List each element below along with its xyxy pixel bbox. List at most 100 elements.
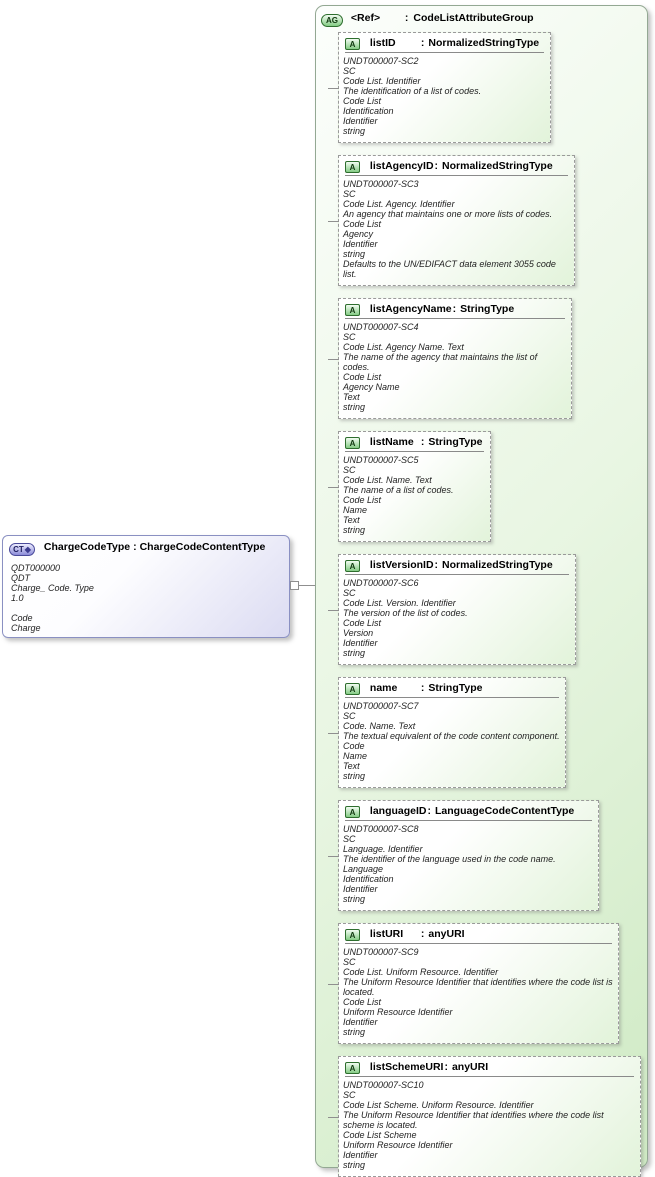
detail-line: UNDT000007-SC8: [343, 824, 419, 834]
detail-line: The textual equivalent of the code conte…: [343, 731, 560, 741]
connector-stub: [328, 358, 339, 360]
attribute-colon: :: [420, 928, 425, 940]
detail-line: Code List. Identifier: [343, 76, 421, 86]
detail-line: UNDT000007-SC4: [343, 322, 419, 332]
detail-line: Code List: [343, 219, 382, 229]
detail-line: Charge_ Code. Type: [11, 583, 94, 593]
attribute-icon: A: [345, 806, 360, 818]
attribute-colon: :: [420, 436, 425, 448]
connector-stub: [328, 220, 339, 222]
detail-line: string: [343, 1027, 366, 1037]
connector-stub: [328, 609, 339, 611]
attribute-icon: A: [345, 38, 360, 50]
detail-line: Charge: [11, 623, 41, 633]
attribute-box[interactable]: A listAgencyName:StringType UNDT000007-S…: [328, 298, 572, 419]
detail-line: Code List. Agency Name. Text: [343, 342, 464, 352]
detail-line: SC: [343, 957, 356, 967]
detail-line: The identification of a list of codes.: [343, 86, 482, 96]
detail-line: Code List. Uniform Resource. Identifier: [343, 967, 499, 977]
ct-badge-label: CT: [13, 545, 24, 554]
detail-line: Text: [343, 761, 360, 771]
attribute-header: A listURI:anyURI: [345, 924, 612, 944]
detail-line: Agency Name: [343, 382, 400, 392]
detail-line: UNDT000007-SC2: [343, 56, 419, 66]
detail-line: SC: [343, 189, 356, 199]
attribute-name: listSchemeURI: [369, 1061, 444, 1073]
detail-line: Code. Name. Text: [343, 721, 416, 731]
attribute-box[interactable]: A languageID:LanguageCodeContentType UND…: [328, 800, 599, 911]
detail-line: Code: [343, 741, 365, 751]
attribute-header: A name:StringType: [345, 678, 559, 698]
connector-stub: [328, 1116, 339, 1118]
detail-line: string: [343, 402, 366, 412]
detail-line: Identifier: [343, 1017, 378, 1027]
complextype-box[interactable]: CT◆ ChargeCodeType:ChargeCodeContentType…: [2, 535, 290, 638]
diamond-icon: ◆: [24, 545, 31, 554]
connector-stub: [328, 87, 339, 89]
detail-line: Language. Identifier: [343, 844, 423, 854]
attribute-type: NormalizedStringType: [442, 559, 553, 571]
connector-square: [290, 581, 299, 590]
attribute-group-colon: :: [404, 12, 409, 24]
detail-line: Uniform Resource Identifier: [343, 1007, 453, 1017]
detail-line: string: [343, 648, 366, 658]
attribute-header: A languageID:LanguageCodeContentType: [345, 801, 592, 821]
attribute-type: LanguageCodeContentType: [435, 805, 575, 817]
detail-line: [11, 603, 281, 613]
detail-line: string: [343, 1160, 366, 1170]
attribute-name: languageID: [369, 805, 427, 817]
detail-line: Code List: [343, 495, 382, 505]
attribute-icon: A: [345, 1062, 360, 1074]
detail-line: Code List. Version. Identifier: [343, 598, 456, 608]
attribute-icon: A: [345, 304, 360, 316]
detail-line: The name of a list of codes.: [343, 485, 454, 495]
detail-line: Identifier: [343, 638, 378, 648]
detail-line: The version of the list of codes.: [343, 608, 468, 618]
attribute-box[interactable]: A listID:NormalizedStringType UNDT000007…: [328, 32, 551, 143]
detail-line: SC: [343, 332, 356, 342]
attribute-colon: :: [427, 805, 432, 817]
detail-line: UNDT000007-SC7: [343, 701, 419, 711]
attribute-group-header: AG <Ref>:CodeListAttributeGroup: [316, 6, 647, 30]
attribute-header: A listSchemeURI:anyURI: [345, 1057, 634, 1077]
attribute-colon: :: [434, 559, 439, 571]
detail-line: Identifier: [343, 1150, 378, 1160]
attribute-header: A listAgencyID:NormalizedStringType: [345, 156, 568, 176]
detail-line: Name: [343, 751, 368, 761]
detail-line: Text: [343, 515, 360, 525]
connector-stub: [328, 486, 339, 488]
detail-line: Defaults to the UN/EDIFACT data element …: [343, 259, 556, 279]
attribute-type: anyURI: [451, 1061, 489, 1073]
connector-stub: [328, 855, 339, 857]
attribute-header: A listVersionID:NormalizedStringType: [345, 555, 569, 575]
detail-line: SC: [343, 588, 356, 598]
attribute-icon: A: [345, 929, 360, 941]
attribute-type: NormalizedStringType: [442, 160, 553, 172]
detail-line: An agency that maintains one or more lis…: [343, 209, 553, 219]
detail-line: Code List: [343, 997, 382, 1007]
detail-line: Code List: [343, 618, 382, 628]
detail-line: Language: [343, 864, 384, 874]
attribute-icon: A: [345, 683, 360, 695]
attribute-icon: A: [345, 437, 360, 449]
attribute-type: NormalizedStringType: [428, 37, 540, 49]
detail-line: Code List. Agency. Identifier: [343, 199, 455, 209]
attribute-icon: A: [345, 560, 360, 572]
attribute-box[interactable]: A listVersionID:NormalizedStringType UND…: [328, 554, 576, 665]
attribute-icon: A: [345, 161, 360, 173]
attribute-box[interactable]: A listAgencyID:NormalizedStringType UNDT…: [328, 155, 575, 286]
detail-line: 1.0: [11, 593, 24, 603]
attribute-name: listAgencyID: [369, 160, 434, 172]
detail-line: string: [343, 126, 366, 136]
detail-line: UNDT000007-SC6: [343, 578, 419, 588]
